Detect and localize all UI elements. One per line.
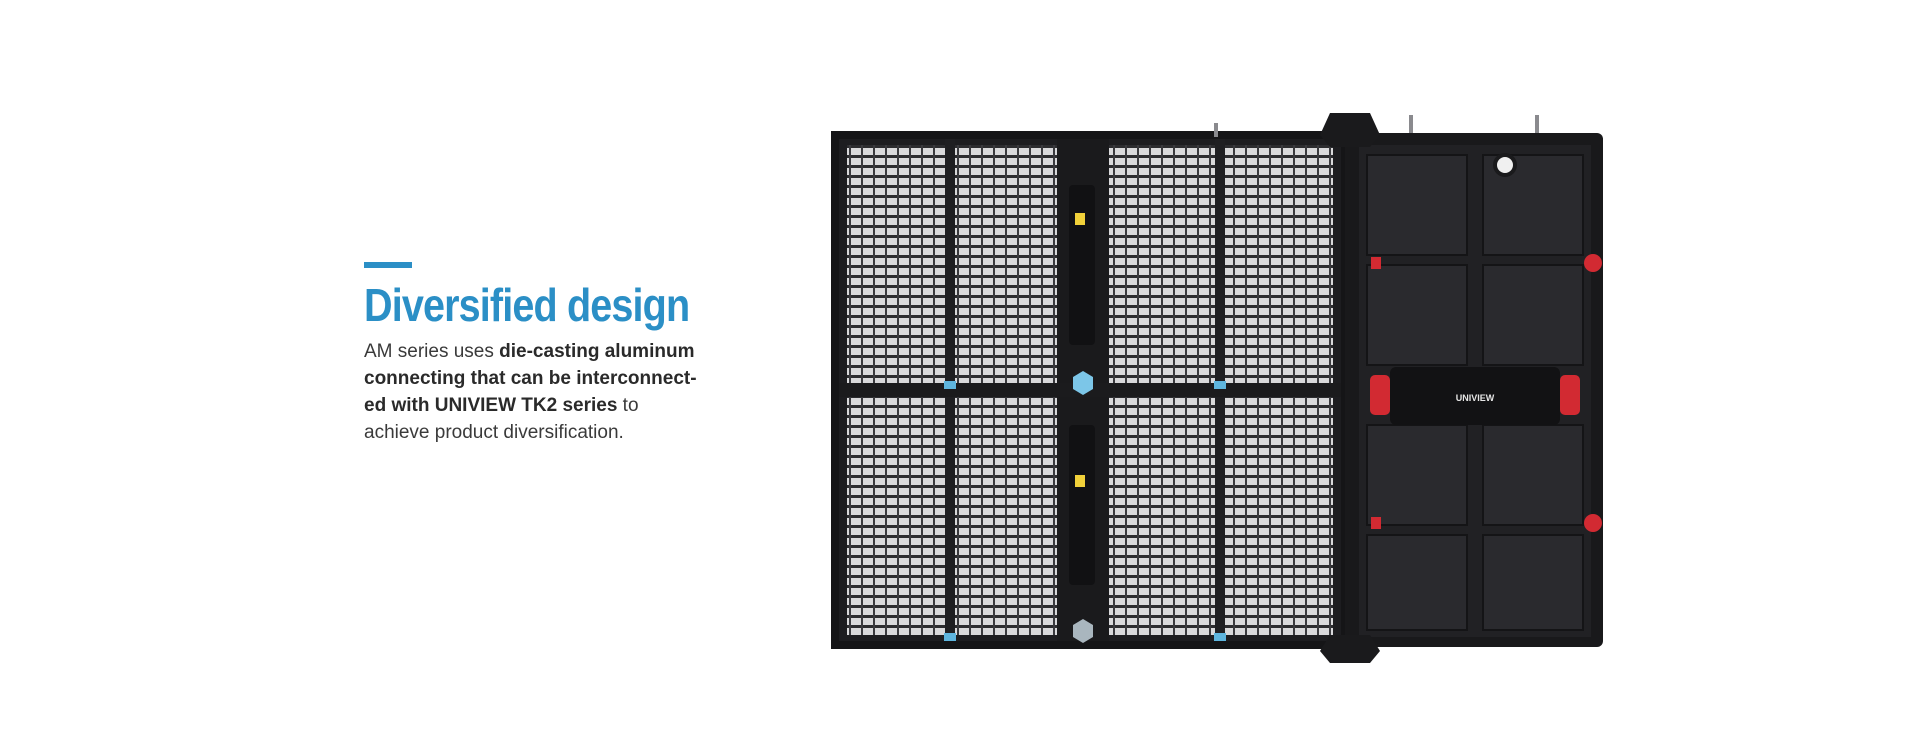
section-description: AM series uses die-casting aluminum conn… (364, 338, 709, 446)
description-text-1: AM series uses (364, 341, 500, 362)
feature-text-block: Diversified design AM series uses die-ca… (364, 262, 724, 465)
section-title: Diversified design (364, 279, 690, 331)
description-bold-text: die-casting aluminum connecting that can… (364, 341, 697, 416)
accent-bar (364, 262, 412, 268)
am-series-panel (831, 123, 1349, 649)
led-cabinet-image: UNIVIEW (825, 105, 1605, 665)
description-text-2: to achieve product diversification. (364, 395, 639, 443)
led-cabinet-illustration: UNIVIEW (831, 113, 1603, 663)
brand-label: UNIVIEW (1456, 393, 1495, 403)
tk2-series-cabinet: UNIVIEW (1320, 113, 1603, 663)
